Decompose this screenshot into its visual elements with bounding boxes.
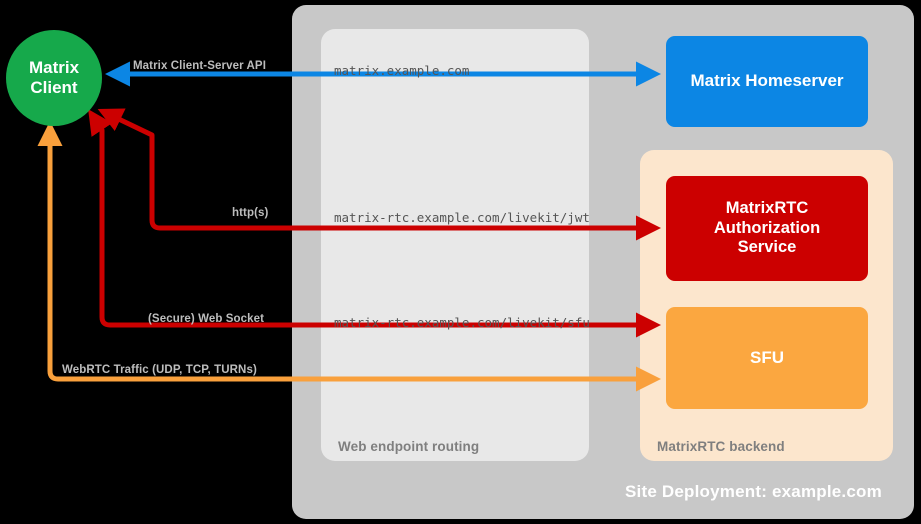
node-matrix-client-line1: Matrix bbox=[28, 58, 80, 78]
node-sfu-label: SFU bbox=[750, 347, 784, 367]
edge-label-webrtc-traffic: WebRTC Traffic (UDP, TCP, TURNs) bbox=[62, 364, 257, 376]
edge-label-secure-web-socket: (Secure) Web Socket bbox=[148, 313, 265, 325]
edge-label-https: http(s) bbox=[232, 207, 269, 219]
node-auth-line2: Authorization bbox=[713, 218, 821, 237]
url-label-matrix-example-com: matrix.example.com bbox=[334, 63, 470, 78]
label-web-endpoint-routing: Web endpoint routing bbox=[338, 439, 480, 454]
node-auth-line1: MatrixRTC bbox=[725, 198, 809, 217]
web-endpoint-routing-container bbox=[321, 29, 589, 461]
node-matrix-homeserver-label: Matrix Homeserver bbox=[690, 71, 844, 91]
node-matrixrtc-authorization-service[interactable]: MatrixRTC Authorization Service bbox=[666, 176, 868, 281]
label-site-deployment: Site Deployment: example.com bbox=[625, 482, 882, 501]
node-auth-line3: Service bbox=[737, 238, 797, 257]
node-sfu[interactable]: SFU bbox=[666, 307, 868, 409]
node-matrix-client[interactable]: Matrix Client bbox=[6, 30, 102, 126]
label-matrixrtc-backend: MatrixRTC backend bbox=[657, 439, 785, 454]
node-matrix-client-line2: Client bbox=[30, 78, 78, 97]
url-label-livekit-jwt: matrix-rtc.example.com/livekit/jwt bbox=[334, 210, 590, 225]
node-matrix-homeserver[interactable]: Matrix Homeserver bbox=[666, 36, 868, 127]
edge-label-matrix-client-server-api: Matrix Client-Server API bbox=[133, 60, 266, 72]
url-label-livekit-sfu: matrix-rtc.example.com/livekit/sfu bbox=[334, 315, 590, 330]
